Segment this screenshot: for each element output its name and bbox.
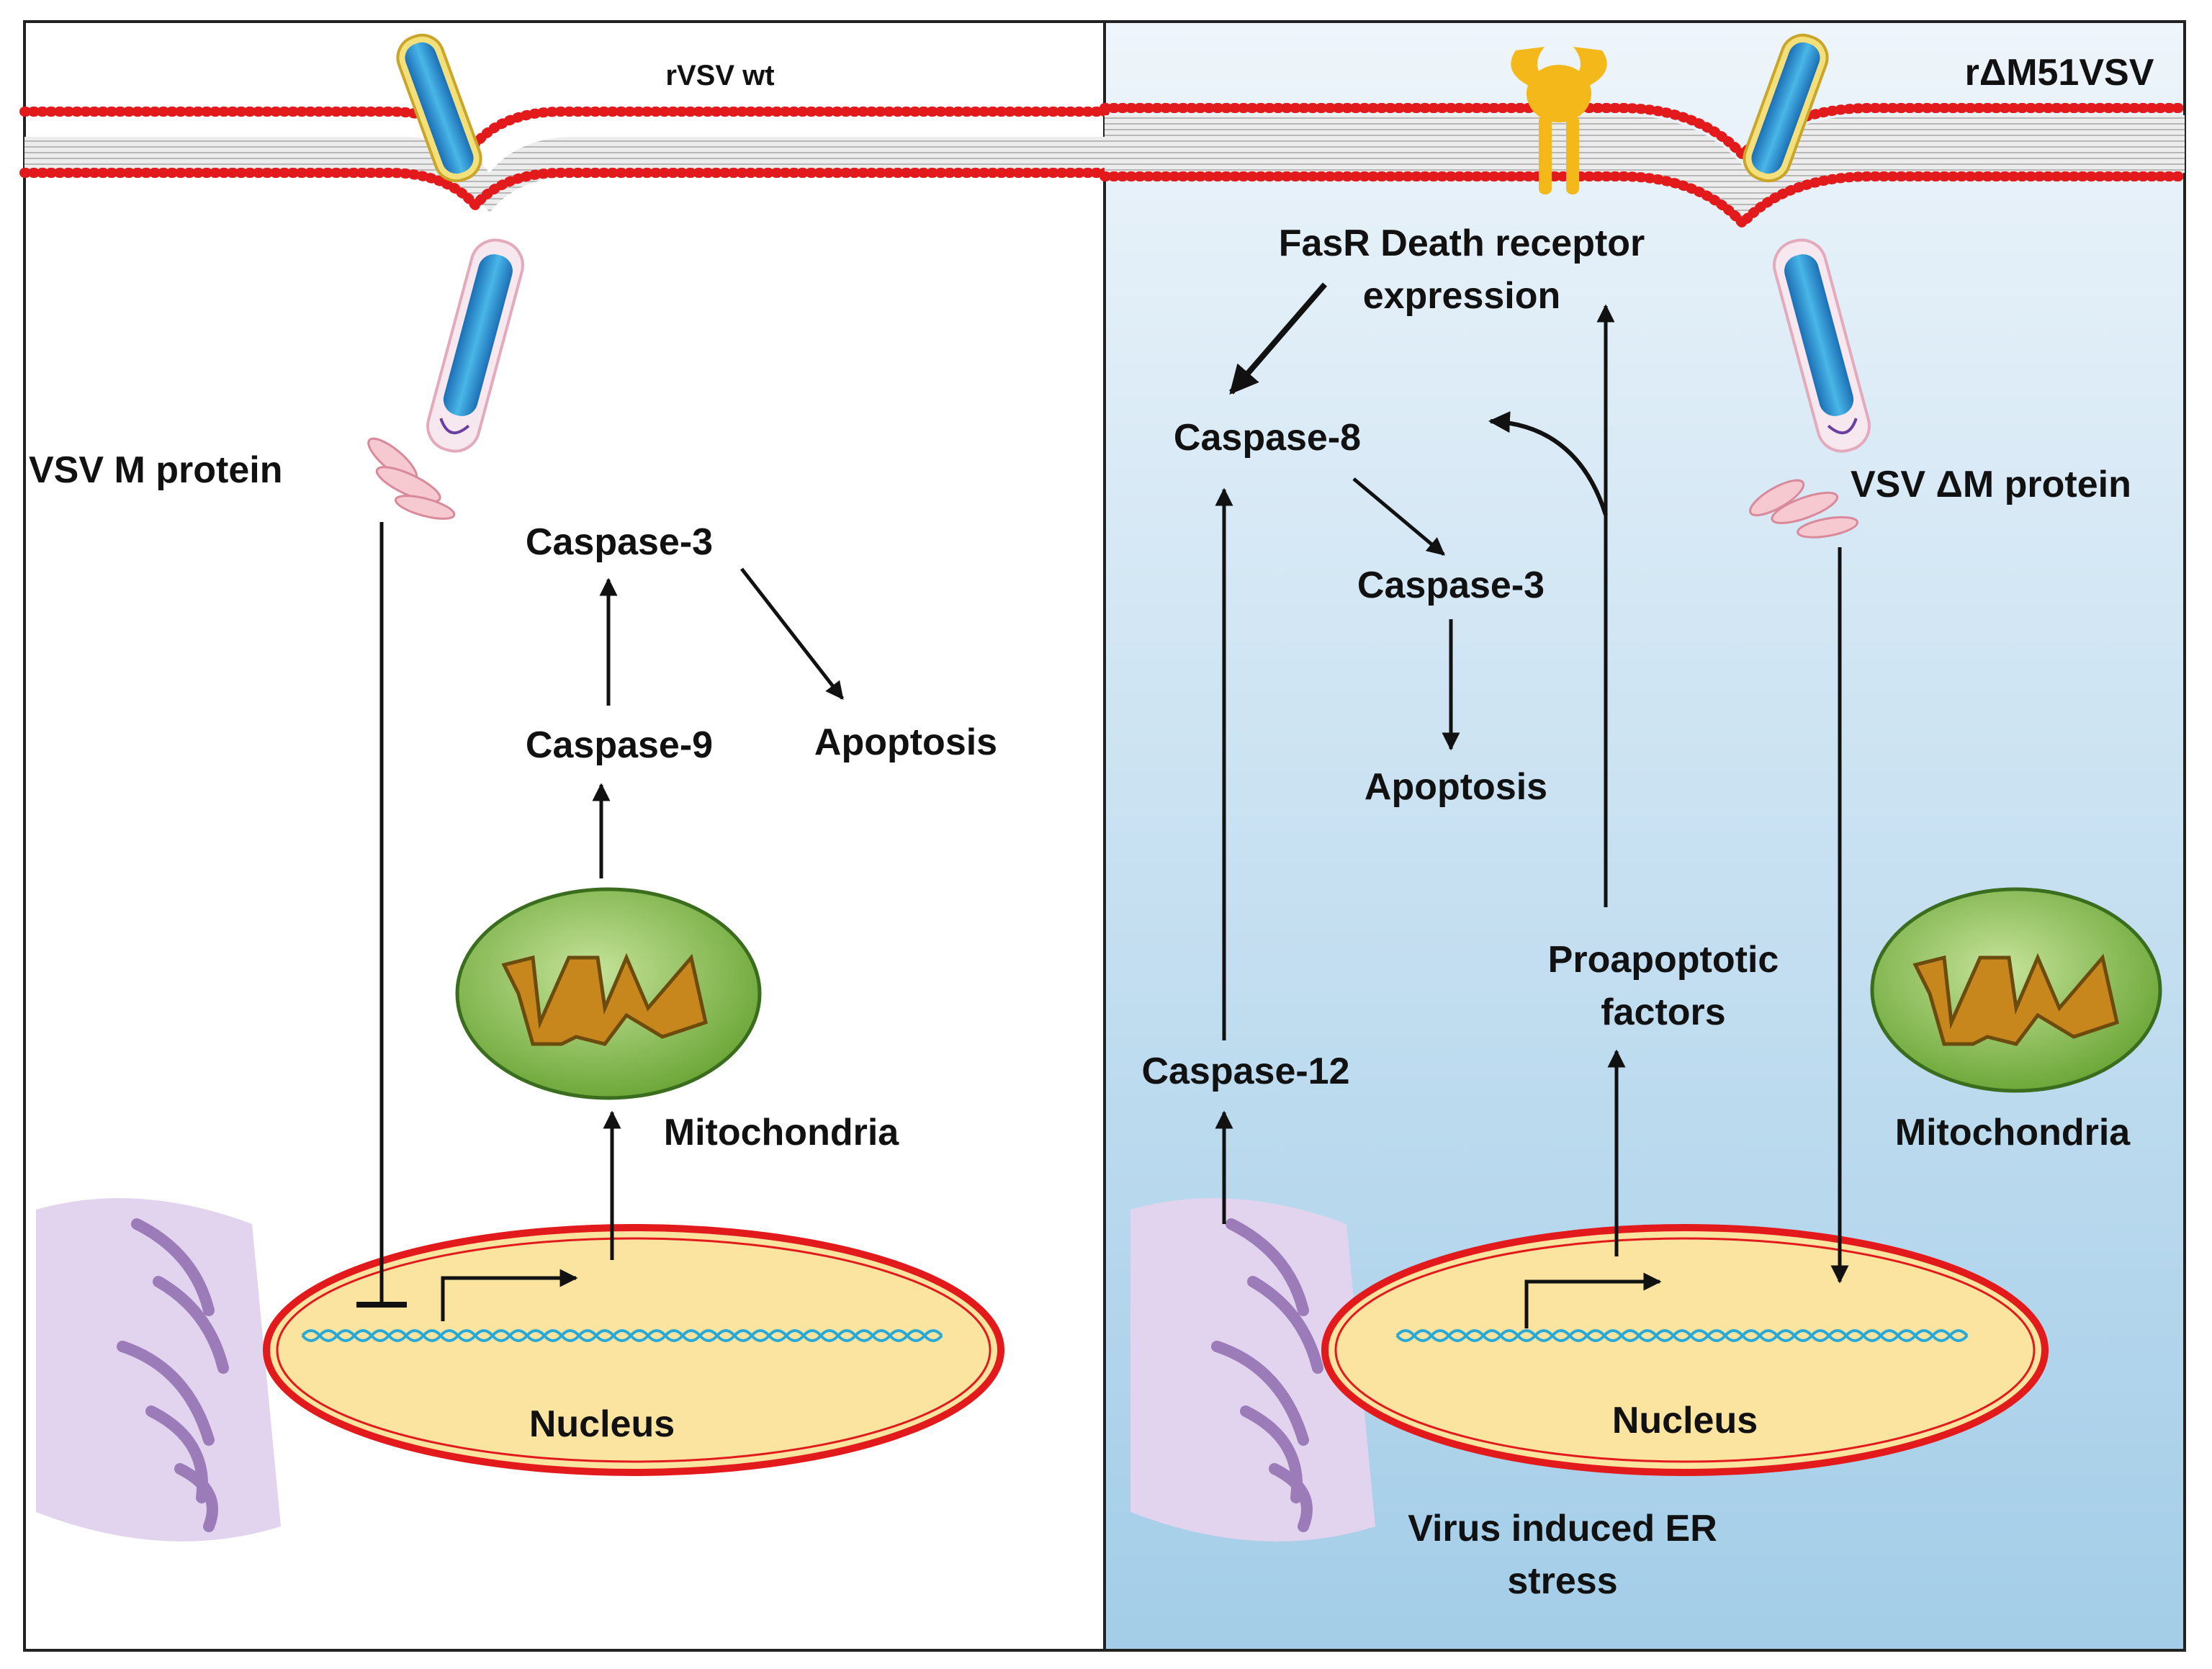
mitochondria-label: Mitochondria: [664, 1112, 900, 1153]
delta-m-protein-label: VSV ΔM protein: [1851, 464, 2131, 505]
transcription-start-arrow: [441, 1269, 578, 1321]
right-panel-title: rΔM51VSV: [1965, 52, 2154, 94]
virus-entering-icon-right: [1743, 33, 1829, 183]
apoptosis-label: Apoptosis: [814, 721, 997, 763]
delta-m-protein-icon: [1749, 479, 1858, 539]
caspase12-label: Caspase-12: [1141, 1051, 1349, 1092]
proapoptotic-label-line2: factors: [1601, 991, 1725, 1033]
casp8-to-casp3-arrow: [1352, 477, 1445, 556]
nucleus-right: [1321, 1224, 2049, 1476]
fasr-to-casp8-arrow: [1228, 282, 1328, 395]
mitochondria-label-right: Mitochondria: [1895, 1112, 2131, 1153]
fasr-label-line1: FasR Death receptor: [1279, 222, 1645, 264]
er-icon: [36, 1198, 281, 1542]
er-icon-right: [1130, 1198, 1375, 1542]
m-protein-icon: [367, 437, 456, 520]
apoptosis-label-right: Apoptosis: [1364, 766, 1547, 808]
casp3-to-apoptosis-arrow: [740, 567, 844, 700]
fasr-label-line2: expression: [1363, 275, 1561, 317]
transcription-start-arrow-right: [1524, 1272, 1662, 1328]
caspase8-label: Caspase-8: [1174, 417, 1361, 459]
virus-entering-icon: [396, 33, 482, 183]
caspase3-label-right: Caspase-3: [1357, 564, 1545, 606]
caspase9-label: Caspase-9: [526, 724, 713, 766]
proapoptotic-to-casp8-arrow: [1488, 411, 1608, 516]
er-stress-label-line1: Virus induced ER: [1408, 1508, 1717, 1549]
nucleus-label-right: Nucleus: [1612, 1400, 1758, 1441]
fasr-receptor-icon: [1511, 47, 1607, 194]
proapoptotic-label-line1: Proapoptotic: [1548, 939, 1779, 981]
left-panel-title: rVSV wt: [665, 60, 774, 91]
m-protein-label: VSV M protein: [29, 449, 282, 491]
right-membrane: [1100, 103, 2190, 231]
er-stress-label-line2: stress: [1507, 1560, 1617, 1602]
nucleus-left: [263, 1224, 1004, 1476]
virus-internalized-icon-right: [1773, 238, 1871, 453]
mitochondria-left-icon: [455, 887, 762, 1100]
nucleus-label: Nucleus: [529, 1403, 675, 1445]
virus-internalized-icon: [426, 238, 524, 453]
caspase3-label: Caspase-3: [526, 521, 713, 563]
mitochondria-right-icon: [1870, 887, 2162, 1093]
